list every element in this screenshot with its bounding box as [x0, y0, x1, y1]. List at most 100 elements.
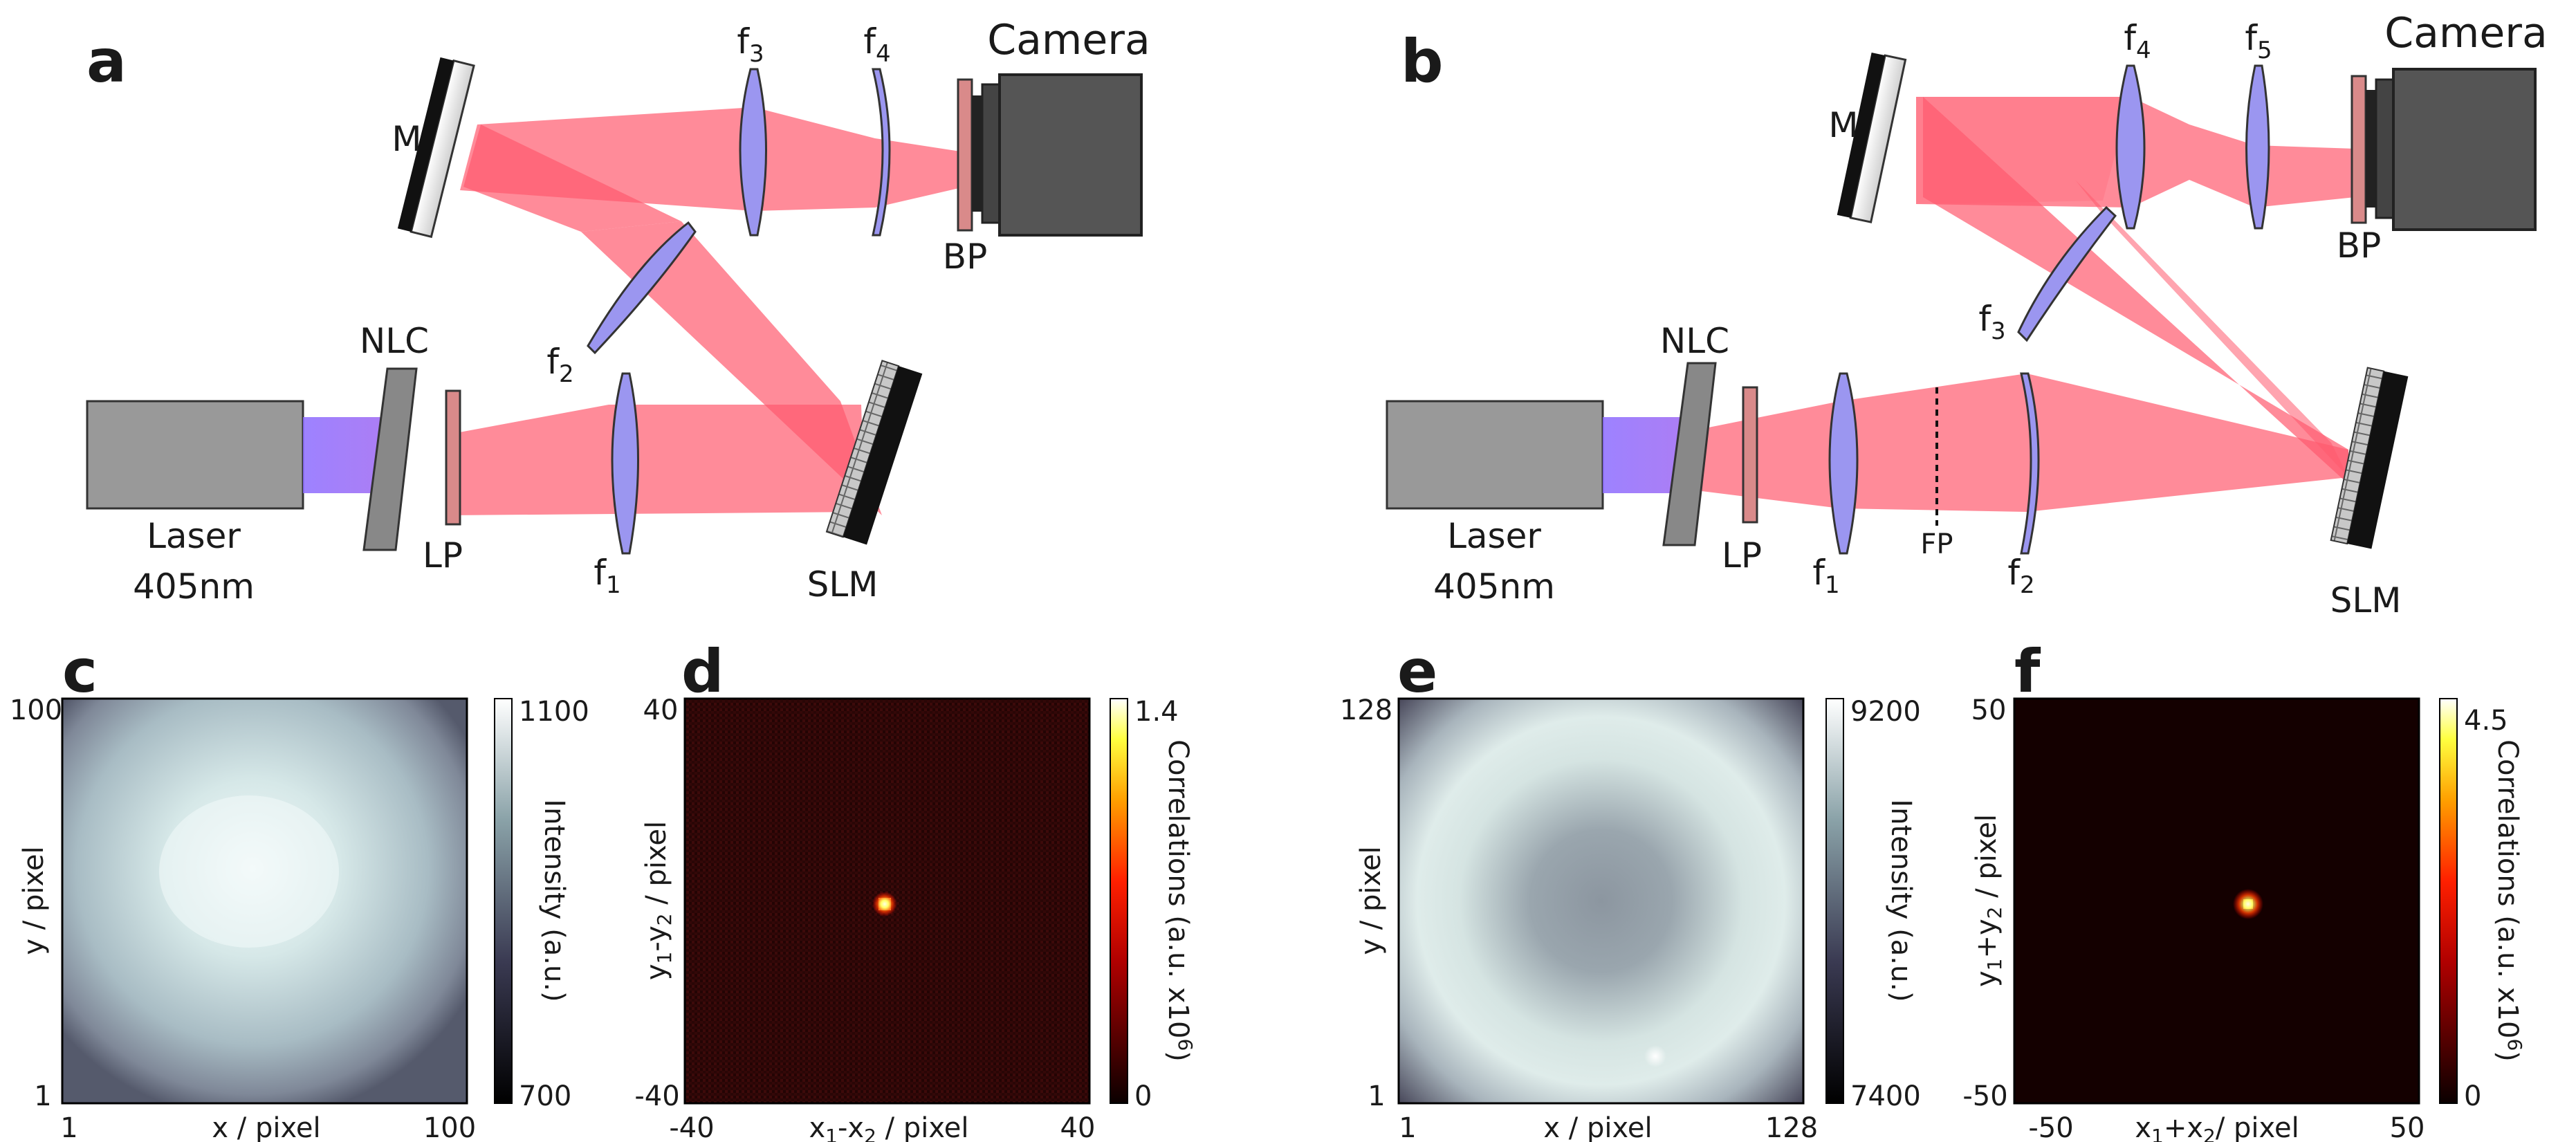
d-cbar-min: 0 [1134, 1080, 1152, 1112]
slm-label: SLM [807, 564, 878, 605]
camera-label-b: Camera [2384, 9, 2547, 57]
c-xlabel: x / pixel [212, 1112, 320, 1142]
c-ytick-top: 100 [10, 694, 62, 726]
d-ylabel: y1-y2 / pixel [641, 821, 676, 980]
d-xtick-right: 40 [1060, 1112, 1096, 1142]
setup-a: a Laser 405nm NLC LP f1 f2 M f3 [86, 16, 1150, 607]
d-xlabel: x1-x2 / pixel [809, 1112, 968, 1142]
lens-b-f5 [2245, 64, 2270, 230]
f-ytick-bottom: -50 [1962, 1080, 2007, 1112]
camera-label: Camera [987, 16, 1150, 64]
bp-filter [957, 78, 973, 232]
d-xtick-left: -40 [669, 1112, 714, 1142]
lp-filter-b [1742, 386, 1758, 524]
panel-label-b: b [1401, 27, 1444, 96]
f-cbar-min: 0 [2464, 1080, 2481, 1112]
mirror-m [397, 57, 475, 239]
c-cbar-label: Intensity (a.u.) [538, 799, 570, 1002]
lens-b-f2 [2020, 372, 2040, 555]
beam-b-ring [1916, 97, 2131, 204]
heatmap-c-hotspot [159, 795, 339, 948]
beam-b-input [1702, 374, 2348, 512]
beam-b-slm-to-lens [2075, 180, 2348, 477]
c-ylabel: y / pixel [18, 846, 50, 955]
f-xtick-right: 50 [2390, 1112, 2425, 1142]
laser-wavelength: 405nm [133, 567, 255, 607]
f-xtick-left: -50 [2028, 1112, 2073, 1142]
lens-b-f3 [2017, 205, 2117, 342]
e-ylabel: y / pixel [1355, 846, 1387, 955]
f-ylabel: y1+y2 / pixel [1971, 814, 2006, 987]
heatmap-d: d 40 -40 -40 40 x1-x2 / pixel y1-y2 / pi… [634, 637, 1197, 1142]
camera-mount-b [2366, 90, 2376, 208]
d-ytick-bottom: -40 [634, 1080, 679, 1112]
e-xlabel: x / pixel [1543, 1112, 1652, 1142]
f-cbar-max: 4.5 [2464, 705, 2508, 737]
laser-wavelength-b: 405nm [1433, 567, 1555, 607]
panel-label-c: c [62, 637, 98, 706]
camera-lens-housing [981, 83, 1001, 224]
camera-body [998, 73, 1143, 237]
camera-mount [972, 95, 982, 212]
e-ytick-top: 128 [1340, 694, 1392, 726]
panel-label-a: a [86, 27, 127, 96]
camera-body-b [2392, 68, 2537, 231]
lens-f4-label: f4 [863, 21, 890, 68]
d-ytick-top: 40 [643, 694, 679, 726]
nlc-label: NLC [360, 321, 429, 361]
c-xtick-right: 100 [423, 1112, 476, 1142]
heatmap-e: e 128 1 1 128 x / pixel y / pixel 9200 7… [1340, 637, 1921, 1142]
c-xtick-left: 1 [60, 1112, 77, 1142]
e-xtick-left: 1 [1399, 1112, 1416, 1142]
nlc-label-b: NLC [1660, 321, 1729, 361]
f-xlabel: x1+x2/ pixel [2135, 1112, 2299, 1142]
laser-body [86, 400, 304, 510]
lens-f2 [587, 221, 697, 355]
panel-label-e: e [1397, 637, 1437, 706]
slm [825, 360, 923, 545]
heatmap-d-peak-glow [872, 892, 897, 917]
c-cbar-max: 1100 [519, 696, 589, 728]
fp-label: FP [1920, 528, 1953, 560]
c-colorbar [494, 698, 513, 1104]
panel-label-d: d [681, 637, 724, 706]
lens-f1-label: f1 [594, 553, 620, 599]
e-colorbar [1825, 698, 1844, 1104]
lens-f3-label: f3 [737, 21, 764, 68]
bp-label-b: BP [2337, 225, 2381, 266]
d-colorbar [1110, 698, 1128, 1104]
slm-b [2330, 367, 2409, 549]
beam-a-input [448, 405, 865, 515]
camera-lens-housing-b [2375, 78, 2395, 219]
slm-label-b: SLM [2330, 580, 2402, 620]
e-ytick-bottom: 1 [1368, 1080, 1385, 1112]
bp-filter-b [2350, 75, 2367, 224]
lens-f2-label: f2 [546, 342, 573, 388]
lens-b-f2-label: f2 [2007, 553, 2034, 599]
lens-b-f5-label: f5 [2245, 18, 2272, 64]
heatmap-c: c 100 1 1 100 x / pixel y / pixel 1100 7… [10, 637, 589, 1142]
lens-f4 [872, 68, 891, 237]
e-cbar-min: 7400 [1850, 1080, 1921, 1112]
nlc-crystal-b [1662, 362, 1717, 546]
lens-f3 [739, 68, 767, 237]
lp-label-b: LP [1722, 535, 1762, 575]
heatmap-f-peak-glow [2233, 889, 2263, 919]
heatmap-e-image [1397, 697, 1805, 1105]
c-cbar-min: 700 [519, 1080, 571, 1112]
f-colorbar [2439, 698, 2458, 1104]
lens-b-f3-label: f3 [1978, 299, 2005, 345]
laser-label-b: Laser [1447, 516, 1541, 556]
f-ytick-top: 50 [1971, 694, 2007, 726]
lp-label: LP [423, 535, 463, 575]
d-cbar-max: 1.4 [1134, 696, 1179, 728]
e-cbar-label: Intensity (a.u.) [1885, 799, 1917, 1002]
lens-b-f4-label: f4 [2124, 18, 2151, 64]
d-cbar-label: Correlations (a.u. x106) [1162, 739, 1197, 1062]
f-cbar-label: Correlations (a.u. x106) [2492, 739, 2526, 1062]
lp-filter [445, 389, 461, 526]
heatmap-f: f 50 -50 -50 50 x1+x2/ pixel y1+y2 / pix… [1962, 637, 2526, 1142]
e-cbar-max: 9200 [1850, 696, 1921, 728]
bp-label: BP [943, 237, 987, 277]
